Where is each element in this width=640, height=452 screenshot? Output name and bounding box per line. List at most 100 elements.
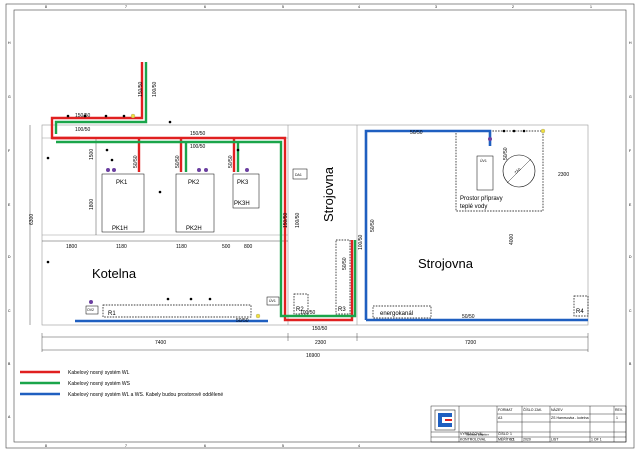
tb-author-label: VYPRACOVAL: [460, 432, 484, 436]
dim-1180: 1180: [116, 244, 127, 250]
prostor-line2: teplé vody: [460, 204, 487, 210]
col-label: 1: [590, 5, 592, 9]
title-block: VYPRACOVAL Miroslav Legeker KONTROLOVAL …: [430, 405, 627, 443]
tray-label: 50/50: [133, 155, 139, 168]
row-label: D: [629, 255, 632, 259]
tb-rev-label: REV.: [615, 408, 623, 412]
uv1-twv-label: ÚV1: [480, 159, 487, 163]
r2-label: R2: [296, 307, 304, 313]
tray-wl: [50, 62, 354, 322]
tb-drawing-title: ZS Hamrsovka - kotelna: [551, 416, 589, 420]
row-label: D: [8, 255, 11, 259]
tray-label: 100/50: [300, 310, 316, 316]
col-label: 8: [45, 5, 47, 9]
legend: Kabelový nosný systém WL Kabelový nosný …: [20, 370, 223, 398]
tray-label: 50/50: [175, 155, 181, 168]
tray-wl-ws: [75, 129, 588, 323]
dim-500: 500: [222, 244, 231, 250]
col-label: 7: [125, 444, 127, 448]
title-block-frame: [430, 405, 627, 443]
row-label: H: [629, 41, 632, 45]
pk3h-label: PK3H: [234, 201, 250, 207]
tank-circle: [502, 154, 536, 188]
dim-7200: 7200: [465, 340, 476, 346]
dim-7400: 7400: [155, 340, 166, 346]
tb-author: Miroslav Legeker: [466, 433, 489, 437]
col-label: 4: [358, 444, 360, 448]
dimensions-right: 2300 4000: [509, 172, 569, 245]
tray-ws-run: [56, 140, 357, 318]
dim-6300: 6300: [29, 214, 35, 225]
row-label: G: [629, 95, 632, 99]
twv-area: [455, 130, 544, 212]
sensor-dot: [104, 114, 108, 118]
tray-label: 50/50: [370, 219, 376, 232]
row-label: G: [8, 95, 11, 99]
sensor-dot: [158, 190, 162, 194]
row-label: B: [8, 362, 11, 366]
device-da1: [292, 168, 308, 180]
sensor-dot: [522, 129, 526, 133]
tray-label: 150/50: [312, 326, 328, 332]
tray-label: 100/50: [190, 144, 206, 150]
pump-marker: [106, 168, 110, 172]
row-labels-right: H G F E D C B: [629, 41, 632, 366]
dim-1800: 1800: [89, 199, 95, 210]
row-label: H: [8, 41, 11, 45]
tray-label: 150/50: [138, 81, 144, 97]
da1-label: DA1: [295, 173, 302, 177]
outer-wall: [41, 124, 589, 326]
tray-wl-main: [50, 62, 144, 140]
dim-800: 800: [244, 244, 253, 250]
room-strojovna: Strojovna: [418, 256, 474, 271]
sensor-yellow: [540, 128, 546, 134]
r4-label: R4: [576, 309, 584, 315]
sensor-dot: [46, 260, 50, 264]
r3-label: R3: [338, 307, 346, 313]
tb-project-label: ČÍSLO ZAK.: [523, 407, 542, 412]
legend-ws: Kabelový nosný systém WS: [68, 381, 131, 387]
tray-labels: 150/50 100/50 150/50 100/50 150/50 100/5…: [75, 81, 509, 332]
dimensions-left: 6300 1500 1800: [29, 125, 97, 325]
tray-label: 50/50: [342, 257, 348, 270]
tray-label: 150/50: [190, 131, 206, 137]
col-label: 8: [45, 444, 47, 448]
tb-num: 1: [510, 432, 512, 436]
col-label: 7: [125, 5, 127, 9]
tb-date: 2020: [523, 438, 531, 442]
dim-2300: 2300: [558, 172, 569, 178]
energokanal-area: [372, 305, 432, 319]
tray-blue-main: [364, 129, 492, 320]
drawing-frame: [5, 3, 635, 449]
r3-area: [335, 239, 351, 315]
sensor-dot: [502, 129, 506, 133]
pump-marker: [89, 300, 93, 304]
dim-1800: 1800: [66, 244, 77, 250]
tb-format: A3: [498, 416, 502, 420]
row-label: F: [629, 149, 631, 153]
tb-sheet-label: LIST: [551, 438, 559, 442]
sensor-dot: [168, 120, 172, 124]
row-label: E: [629, 203, 632, 207]
dim-16900: 16900: [306, 353, 320, 359]
pk3-label: PK3: [237, 180, 249, 186]
legend-both: Kabelový nosný systém WL a WS. Kabely bu…: [68, 392, 223, 398]
r2-area: [293, 293, 309, 315]
tb-num-label: ČÍSLO: [498, 431, 509, 436]
pk2-label: PK2: [188, 180, 200, 186]
dim-1180: 1180: [176, 244, 187, 250]
uv1-label: ÚV1: [269, 299, 276, 303]
col-label: 3: [435, 5, 437, 9]
legend-wl: Kabelový nosný systém WL: [68, 370, 130, 376]
tray-label: 50/50: [462, 314, 475, 320]
r1-label: R1: [108, 311, 116, 317]
tray-label: 50/50: [503, 147, 509, 160]
pk1h-label: PK1H: [112, 226, 128, 232]
room-strojovna-vertical: Strojovna: [321, 166, 336, 222]
sensor-dot: [105, 148, 109, 152]
tank-label: ZÁS: [514, 167, 522, 175]
tray-label: 150/50: [75, 113, 91, 119]
sensor-yellow: [255, 313, 261, 319]
sensor-dot: [110, 158, 114, 162]
